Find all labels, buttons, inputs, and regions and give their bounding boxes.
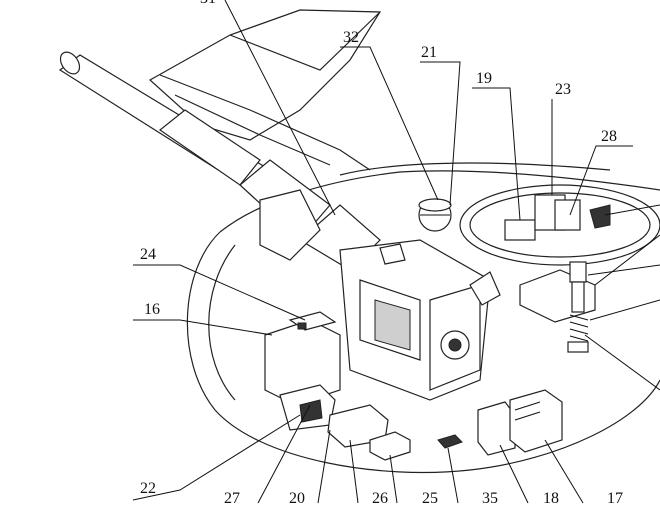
label-19: 19 xyxy=(476,70,492,87)
label-24: 24 xyxy=(140,246,156,263)
part-spring-post xyxy=(567,261,589,353)
label-20: 20 xyxy=(289,490,305,505)
label-18: 18 xyxy=(543,490,559,505)
part-16 xyxy=(264,311,341,406)
label-31: 31 xyxy=(200,0,216,7)
commander-ring xyxy=(459,184,660,266)
label-17: 17 xyxy=(607,490,623,505)
turret-roof xyxy=(148,9,382,171)
label-22: 22 xyxy=(140,480,156,497)
label-32: 32 xyxy=(343,29,359,46)
part-32 xyxy=(418,198,452,232)
label-27: 27 xyxy=(224,490,240,505)
part-35 xyxy=(437,434,463,449)
label-25: 25 xyxy=(422,490,438,505)
leader-lines xyxy=(132,0,660,504)
label-21: 21 xyxy=(421,44,437,61)
label-23: 23 xyxy=(555,81,571,98)
part-17 xyxy=(509,389,563,453)
part-18 xyxy=(477,401,516,456)
breech-assembly xyxy=(339,239,501,401)
label-16: 16 xyxy=(144,301,160,318)
gun-barrel xyxy=(58,51,381,271)
label-26: 26 xyxy=(372,490,388,505)
label-35: 35 xyxy=(482,490,498,505)
part-25 xyxy=(369,431,411,461)
label-28: 28 xyxy=(601,128,617,145)
